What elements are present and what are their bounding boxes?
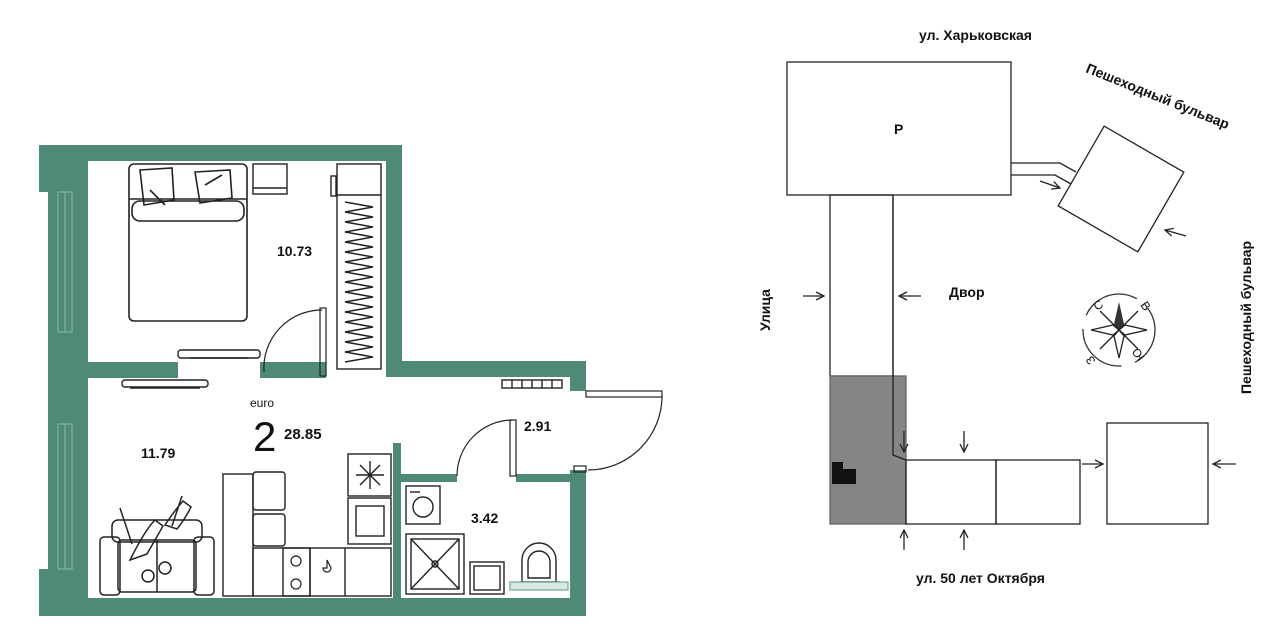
courtyard-label: Двор (949, 284, 985, 300)
radiator-icon (501, 379, 563, 389)
washer-icon (405, 485, 441, 525)
entry-arrows (803, 180, 1236, 550)
layout-prefix: euro (250, 396, 274, 410)
wall-left-lower (48, 424, 88, 569)
bath-cabinet-icon (469, 561, 505, 595)
building-south-2 (995, 459, 1081, 525)
building-west-upper (829, 194, 894, 377)
kitchen-counter (222, 471, 392, 597)
building-south-1 (905, 459, 997, 525)
building-east (1106, 422, 1209, 525)
tv-living-icon (121, 379, 209, 389)
floor-plan: 10.73 11.79 2.91 3.42 euro 2 28.85 (39, 145, 663, 616)
compass-icon (1082, 293, 1156, 367)
compass-south: Ю (1129, 345, 1147, 363)
stove-icon (290, 555, 302, 590)
site-plan (786, 61, 1236, 550)
wall-top (39, 145, 402, 161)
toilet-icon (509, 542, 569, 591)
wall-bath-top-right (516, 474, 576, 482)
wall-partition-left (88, 362, 178, 378)
room-area-hallway: 2.91 (524, 418, 551, 434)
wall-bath-left (393, 443, 401, 603)
total-area: 28.85 (284, 426, 322, 443)
street-south: ул. 50 лет Октября (916, 570, 1045, 586)
windows (57, 191, 73, 570)
wall-top-hall (386, 361, 586, 377)
fridge-icon (347, 453, 392, 545)
bedroom-door[interactable] (263, 307, 327, 377)
boulevard-right: Пешеходный бульвар (1238, 241, 1254, 394)
desk-icon (252, 163, 288, 195)
parking-label: P (894, 121, 903, 137)
room-count: 2 (253, 413, 276, 460)
wall-corner-top-left (39, 145, 88, 192)
wall-right-lower (570, 470, 586, 616)
room-area-bathroom: 3.42 (471, 510, 498, 526)
entrance-marker (832, 462, 856, 484)
entrance-door[interactable] (573, 390, 663, 473)
tv-icon (177, 349, 261, 359)
compass-north: С (1091, 297, 1106, 314)
building-highlighted (829, 375, 907, 525)
wall-left-middle (48, 332, 88, 424)
sink-icon (322, 559, 332, 573)
wall-partition-right (260, 362, 326, 378)
room-area-living: 11.79 (141, 445, 175, 461)
wall-right-bedroom (386, 145, 402, 377)
building-boulevard (1057, 125, 1185, 253)
wall-bath-top-left (401, 474, 457, 482)
bed-icon (128, 163, 248, 322)
outer-walls (39, 145, 586, 616)
compass-east: В (1138, 299, 1154, 314)
wall-right-upper (570, 361, 586, 391)
compass-west: З (1083, 353, 1099, 367)
wall-bottom (39, 598, 584, 616)
parking-building (786, 61, 1012, 196)
passage (1011, 162, 1077, 185)
shower-icon (405, 533, 465, 595)
wardrobe-icon (330, 163, 382, 370)
room-area-bedroom: 10.73 (277, 243, 312, 259)
boulevard-top: Пешеходный бульвар (1084, 60, 1232, 132)
street-west: Улица (757, 289, 773, 331)
street-north: ул. Харьковская (919, 27, 1032, 43)
hall-door[interactable] (456, 419, 517, 477)
building-west-inner-edge (892, 195, 907, 461)
sofa-icon (99, 495, 215, 596)
wall-left-upper (48, 192, 88, 332)
